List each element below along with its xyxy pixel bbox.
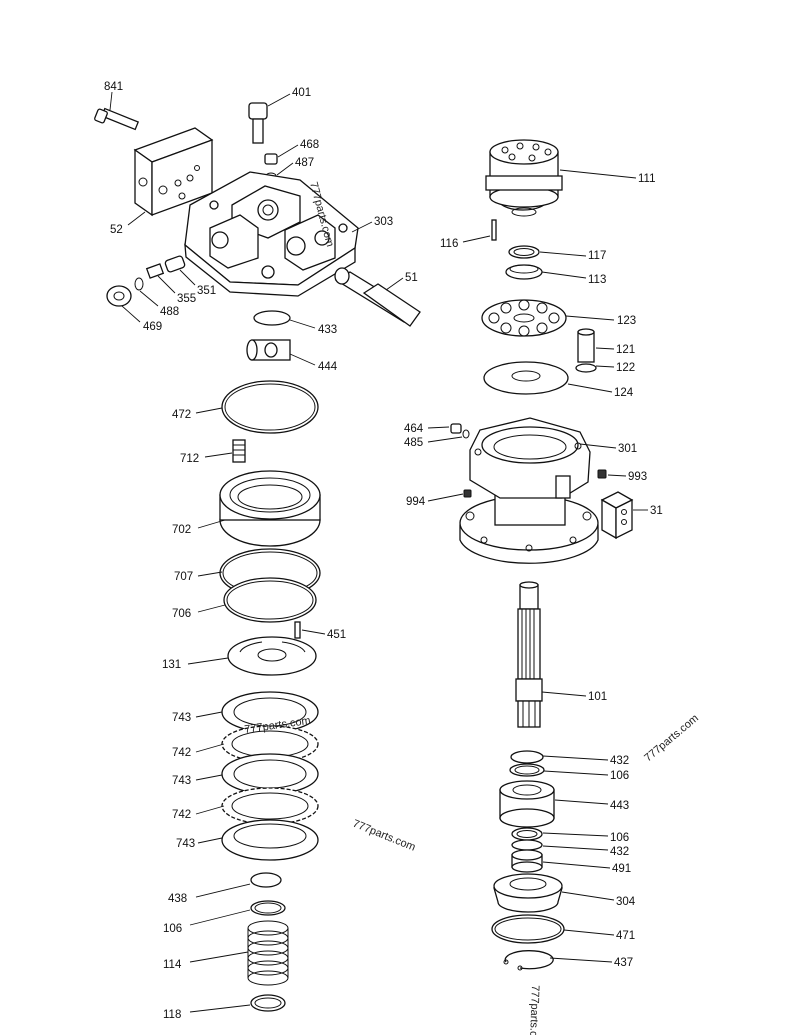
label-707: 707: [174, 571, 193, 583]
snap-ring-437: [504, 950, 554, 970]
label-106-left: 106: [163, 923, 182, 935]
plug-994: [463, 489, 472, 498]
friction-plates-stack: [221, 691, 319, 861]
ring-118: [250, 994, 286, 1012]
watermark-4: 777parts.com: [642, 712, 701, 764]
cover-304: [493, 873, 563, 913]
watermark-5: 777parts.com: [527, 985, 541, 1035]
watermark-3: 777parts.com: [351, 818, 417, 854]
label-437: 437: [614, 957, 633, 969]
label-743-bottom: 743: [176, 838, 195, 850]
label-114: 114: [163, 959, 182, 971]
piston-121: [575, 328, 597, 373]
label-124: 124: [614, 387, 634, 399]
label-301: 301: [618, 443, 637, 455]
label-485: 485: [404, 437, 423, 449]
label-106-top: 106: [610, 770, 629, 782]
label-712: 712: [180, 453, 199, 465]
casing-301: [459, 417, 599, 564]
label-443: 443: [610, 800, 629, 812]
label-304: 304: [616, 896, 636, 908]
label-451: 451: [327, 629, 346, 641]
label-113: 113: [588, 274, 606, 286]
label-702: 702: [172, 524, 191, 536]
piston-702: [219, 470, 321, 547]
valve-plate-131: [227, 636, 317, 676]
label-117: 117: [588, 250, 606, 262]
label-101: 101: [588, 691, 607, 703]
label-118: 118: [163, 1009, 181, 1021]
bolt-401: [248, 102, 268, 144]
label-994: 994: [406, 496, 426, 508]
label-432-bottom: 432: [610, 846, 629, 858]
plug-993: [597, 469, 607, 479]
snap-ring-432-bottom: [511, 839, 543, 851]
swash-plate-124: [483, 361, 569, 395]
cylinder-block-111: [485, 139, 563, 217]
bolt-841: [94, 107, 140, 131]
block-52: [133, 127, 214, 217]
label-123: 123: [617, 315, 636, 327]
label-469: 469: [143, 321, 162, 333]
retainer-plate-123: [481, 299, 567, 337]
label-487: 487: [295, 157, 314, 169]
pin-451: [294, 621, 301, 639]
snap-ring-438: [250, 872, 282, 888]
small-parts-351-469: [106, 255, 186, 307]
label-444: 444: [318, 361, 338, 373]
spring-114: [247, 920, 289, 986]
label-471: 471: [616, 930, 635, 942]
label-491: 491: [612, 863, 631, 875]
label-122: 122: [616, 362, 635, 374]
label-464: 464: [404, 423, 424, 435]
label-743-middle: 743: [172, 775, 191, 787]
snap-ring-433: [253, 310, 291, 326]
label-401: 401: [292, 87, 311, 99]
label-488: 488: [160, 306, 179, 318]
ring-117: [508, 245, 540, 259]
plug-464: [450, 423, 470, 439]
label-351: 351: [197, 285, 216, 297]
label-433: 433: [318, 324, 337, 336]
shaft-51: [334, 267, 421, 327]
label-116: 116: [440, 238, 458, 250]
label-106-bottom: 106: [610, 832, 629, 844]
bearing-443: [499, 780, 555, 828]
label-468: 468: [300, 139, 319, 151]
label-51: 51: [405, 272, 418, 284]
label-52: 52: [110, 224, 123, 236]
label-303: 303: [374, 216, 393, 228]
spring-712: [232, 439, 246, 463]
label-993: 993: [628, 471, 647, 483]
ring-706: [223, 577, 317, 623]
label-706: 706: [172, 608, 191, 620]
valve-block-31: [600, 491, 634, 540]
label-432-top: 432: [610, 755, 629, 767]
pin-116: [491, 219, 497, 241]
drive-shaft-101: [515, 581, 543, 728]
snap-ring-432-top: [510, 750, 544, 764]
valve-housing-303: [184, 171, 359, 297]
label-841: 841: [104, 81, 123, 93]
label-31: 31: [650, 505, 663, 517]
oring-471: [491, 914, 565, 944]
oring-472: [221, 380, 319, 434]
label-472: 472: [172, 409, 191, 421]
label-742-top: 742: [172, 747, 191, 759]
bearing-444: [246, 339, 291, 361]
label-121: 121: [616, 344, 635, 356]
label-355: 355: [177, 293, 196, 305]
label-743-top: 743: [172, 712, 191, 724]
label-438: 438: [168, 893, 187, 905]
label-111: 111: [638, 173, 655, 185]
seal-491: [511, 849, 543, 873]
label-742-bottom: 742: [172, 809, 191, 821]
label-131: 131: [162, 659, 181, 671]
